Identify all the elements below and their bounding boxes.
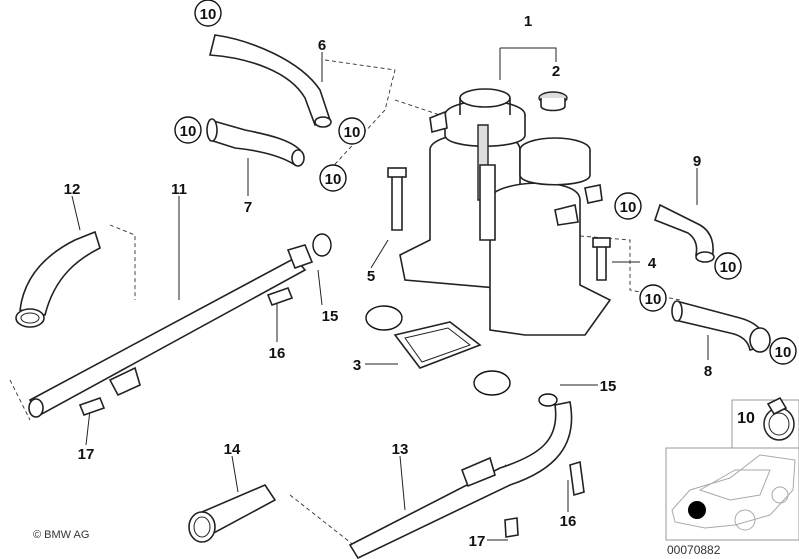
- callout-17: 17: [78, 446, 95, 463]
- drawing-number: 00070882: [667, 543, 721, 557]
- svg-text:10: 10: [200, 6, 217, 23]
- location-marker: [688, 501, 706, 519]
- clamp-callout: 10: [174, 116, 202, 144]
- clamp-callout: 10: [338, 117, 366, 145]
- hose-8: [671, 300, 771, 353]
- filter-housing: [399, 88, 612, 336]
- part-callouts: 1 2 3 4 5 6 7 8 9 11 12 13 14 15 15 16 1…: [64, 13, 713, 550]
- svg-text:10: 10: [775, 344, 792, 361]
- callout-17: 17: [469, 533, 486, 550]
- callout-7: 7: [244, 199, 252, 216]
- hose-7: [206, 118, 305, 167]
- callout-16: 16: [560, 513, 577, 530]
- hose-9: [654, 203, 715, 263]
- callout-12: 12: [64, 181, 81, 198]
- svg-text:10: 10: [720, 259, 737, 276]
- svg-text:10: 10: [737, 410, 755, 427]
- o-rings: [312, 233, 558, 407]
- seal-3: [365, 305, 511, 396]
- clamp-callout: 10: [194, 0, 222, 27]
- svg-text:10: 10: [645, 291, 662, 308]
- svg-text:10: 10: [325, 171, 342, 188]
- pipe-11: [28, 244, 314, 418]
- clamp-callouts: 10 10 10 10 10 10 10 10: [174, 0, 797, 365]
- clamp-callout: 10: [319, 164, 347, 192]
- callout-1: 1: [524, 13, 532, 30]
- callout-2: 2: [552, 63, 560, 80]
- callout-9: 9: [693, 153, 701, 170]
- callout-5: 5: [367, 268, 375, 285]
- clamp-callout: 10: [639, 284, 667, 312]
- callout-3: 3: [353, 357, 361, 374]
- bolts: [78, 167, 611, 538]
- callout-14: 14: [224, 441, 241, 458]
- clamp-callout: 10: [769, 337, 797, 365]
- callout-16: 16: [269, 345, 286, 362]
- callout-6: 6: [318, 37, 326, 54]
- svg-text:10: 10: [620, 199, 637, 216]
- callout-8: 8: [704, 363, 712, 380]
- copyright: © BMW AG: [33, 529, 89, 541]
- pipe-13: [348, 401, 573, 559]
- callout-15: 15: [600, 378, 617, 395]
- clamp-callout: 10: [714, 252, 742, 280]
- callout-13: 13: [392, 441, 409, 458]
- hose-6: [208, 34, 332, 128]
- hose-14: [188, 484, 277, 543]
- svg-text:10: 10: [180, 123, 197, 140]
- callout-15: 15: [322, 308, 339, 325]
- leader-lines: [9, 47, 709, 551]
- cap-2: [538, 91, 568, 112]
- callout-11: 11: [171, 181, 187, 198]
- clamp-inset: 10: [731, 396, 799, 449]
- vehicle-inset: [665, 447, 799, 541]
- callout-4: 4: [648, 255, 657, 272]
- clamp-callout: 10: [614, 192, 642, 220]
- svg-text:10: 10: [344, 124, 361, 141]
- hose-12: [15, 230, 101, 328]
